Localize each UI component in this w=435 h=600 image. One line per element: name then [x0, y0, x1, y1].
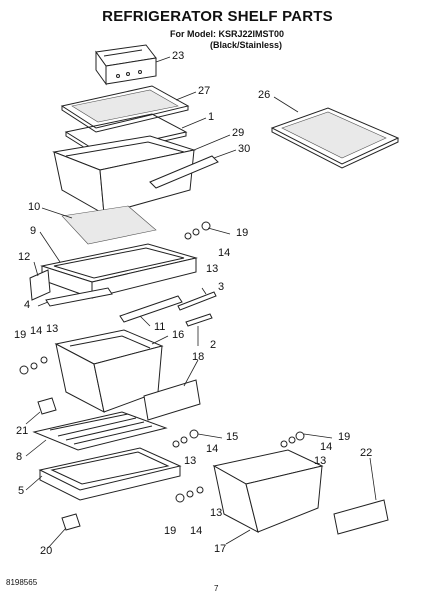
doc-number: 8198565 — [6, 578, 38, 587]
leader-lines — [25, 56, 377, 549]
part-2-clip — [185, 313, 213, 327]
callout-2: 2 — [210, 339, 217, 351]
callout-27: 27 — [198, 85, 211, 97]
callout-1: 1 — [208, 111, 215, 123]
callout-19-d: 19 — [164, 525, 177, 537]
part-5-drawer-frame — [38, 447, 182, 501]
callout-30: 30 — [238, 143, 251, 155]
callout-13-d: 13 — [314, 455, 327, 467]
callout-19-c: 19 — [338, 431, 351, 443]
callout-13-a: 13 — [206, 263, 219, 275]
part-18-drawer-front — [143, 379, 201, 421]
callout-4: 4 — [24, 299, 31, 311]
part-20-tab — [61, 513, 81, 531]
callout-14-d: 14 — [320, 441, 333, 453]
callout-13-c: 13 — [184, 455, 197, 467]
part-11-rail — [119, 295, 183, 323]
callout-18: 18 — [192, 351, 205, 363]
model-line: For Model: KSRJ22IMST00 — [170, 29, 285, 39]
callout-29: 29 — [232, 127, 245, 139]
callout-12: 12 — [18, 251, 31, 263]
callout-14-b: 14 — [30, 325, 43, 337]
callout-14-c: 14 — [206, 443, 219, 455]
part-21-tab — [37, 397, 57, 415]
page-title: REFRIGERATOR SHELF PARTS — [102, 8, 333, 25]
callout-26: 26 — [258, 89, 271, 101]
callout-10: 10 — [28, 201, 41, 213]
callout-9: 9 — [30, 225, 37, 237]
callout-14-a: 14 — [218, 247, 231, 259]
part-3-slide — [177, 291, 217, 311]
part-27-glass-shelf — [60, 85, 190, 133]
callout-22: 22 — [360, 447, 373, 459]
part-8-wire-grid — [32, 411, 168, 451]
part-10-glass-panel — [61, 205, 157, 245]
part-23-dairy-bin — [95, 44, 157, 86]
callout-19-b: 19 — [14, 329, 27, 341]
callout-15: 15 — [226, 431, 239, 443]
callout-14-e: 14 — [190, 525, 203, 537]
callout-20: 20 — [40, 545, 53, 557]
callout-17: 17 — [214, 543, 227, 555]
part-30-rail — [149, 155, 219, 189]
part-9-crisper-frame — [40, 243, 198, 299]
page-number: 7 — [214, 584, 219, 593]
part-22-drawer-front — [333, 499, 389, 535]
callout-16: 16 — [172, 329, 185, 341]
callout-8: 8 — [16, 451, 23, 463]
finish-line: (Black/Stainless) — [210, 40, 283, 50]
part-12-bracket — [29, 269, 51, 301]
part-26-side-shelf — [270, 107, 400, 169]
part-4-cover — [45, 287, 113, 307]
part-17-right-drawer — [212, 449, 324, 533]
callout-13-b: 13 — [46, 323, 59, 335]
callout-21: 21 — [16, 425, 29, 437]
callout-11: 11 — [154, 321, 166, 333]
callout-13-e: 13 — [210, 507, 223, 519]
callout-5: 5 — [18, 485, 25, 497]
callout-19-a: 19 — [236, 227, 249, 239]
callout-3: 3 — [218, 281, 225, 293]
callout-23: 23 — [172, 50, 185, 62]
